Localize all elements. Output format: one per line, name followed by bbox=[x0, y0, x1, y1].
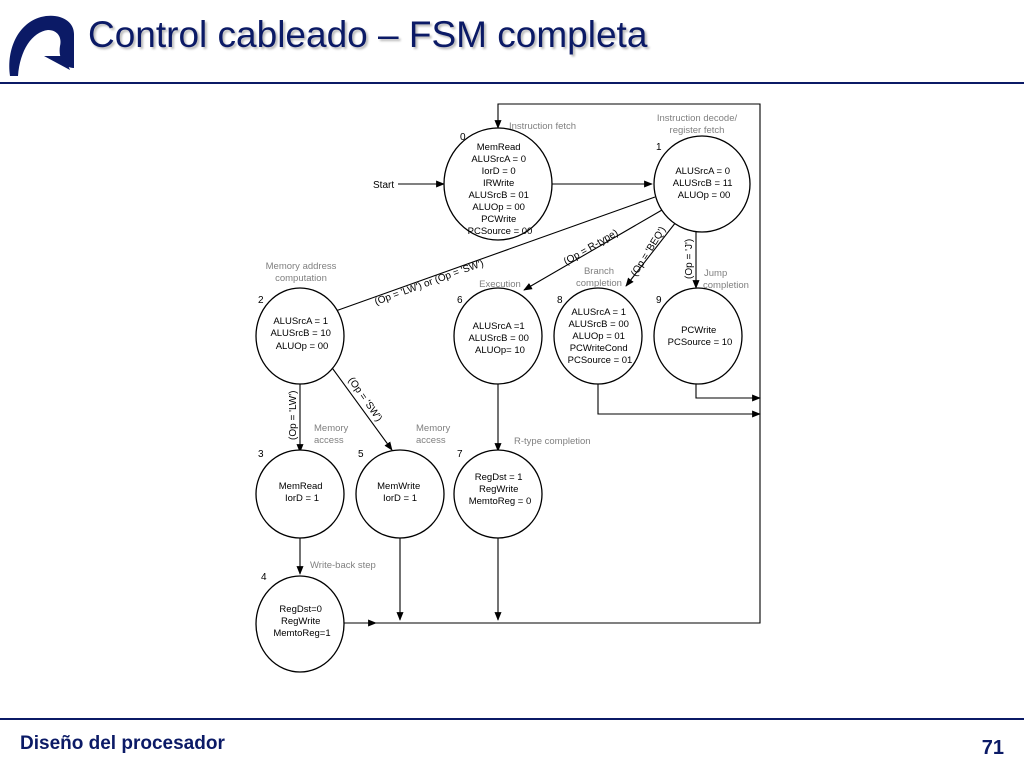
state-number: 8 bbox=[557, 295, 563, 306]
state-number: 5 bbox=[358, 449, 364, 460]
state-5: 5 MemWrite IorD = 1 bbox=[355, 449, 445, 539]
slide-title: Control cableado – FSM completa bbox=[88, 14, 648, 55]
state-2-outputs: ALUSrcA = 1 ALUSrcB = 10 ALUOp = 00 bbox=[270, 316, 333, 352]
phase-memory-access-b-line2: access bbox=[416, 435, 446, 446]
state-7-outputs: RegDst = 1 RegWrite MemtoReg = 0 bbox=[469, 472, 532, 507]
transition-arrows bbox=[296, 103, 761, 627]
state-0-outputs: MemRead ALUSrcA = 0 IorD = 0 IRWrite ALU… bbox=[468, 142, 533, 237]
title-divider bbox=[0, 82, 1024, 84]
state-6-outputs: ALUSrcA =1 ALUSrcB = 00 ALUOp= 10 bbox=[468, 321, 531, 356]
state-2: 2 ALUSrcA = 1 ALUSrcB = 10 ALUOp = 00 bbox=[255, 287, 345, 385]
state-number: 0 bbox=[460, 132, 466, 143]
state-number: 4 bbox=[261, 572, 267, 583]
state-1: 1 ALUSrcA = 0 ALUSrcB = 11 ALUOp = 00 bbox=[653, 135, 751, 233]
cond-beq: (Op = 'BEQ') bbox=[629, 225, 668, 279]
phase-branch-line1: Branch bbox=[584, 266, 614, 277]
state-1-outputs: ALUSrcA = 0 ALUSrcB = 11 ALUOp = 00 bbox=[673, 166, 735, 201]
arrow-1-to-8 bbox=[625, 221, 677, 287]
cond-sw: (Op = 'SW') bbox=[346, 375, 384, 423]
phase-mem-addr-line2: computation bbox=[275, 273, 327, 284]
arrow-1-to-2 bbox=[315, 196, 656, 319]
state-8-outputs: ALUSrcA = 1 ALUSrcB = 00 ALUOp = 01 PCWr… bbox=[568, 307, 633, 366]
footer-divider bbox=[0, 718, 1024, 720]
state-number: 7 bbox=[457, 449, 463, 460]
state-6: 6 ALUSrcA =1 ALUSrcB = 00 ALUOp= 10 bbox=[453, 287, 543, 385]
state-9-outputs: PCWrite PCSource = 10 bbox=[668, 325, 733, 348]
arrow-2-to-5 bbox=[329, 364, 393, 451]
university-logo bbox=[9, 15, 74, 77]
state-number: 1 bbox=[656, 142, 662, 153]
state-4: 4 RegDst=0 RegWrite MemtoReg=1 bbox=[255, 572, 345, 673]
state-4-outputs: RegDst=0 RegWrite MemtoReg=1 bbox=[273, 604, 330, 639]
state-number: 2 bbox=[258, 295, 264, 306]
state-number: 9 bbox=[656, 295, 662, 306]
state-5-outputs: MemWrite IorD = 1 bbox=[377, 481, 423, 504]
state-7: 7 RegDst = 1 RegWrite MemtoReg = 0 bbox=[453, 449, 543, 539]
phase-instruction-fetch: Instruction fetch bbox=[509, 121, 576, 132]
state-9: 9 PCWrite PCSource = 10 bbox=[653, 287, 743, 385]
state-3-outputs: MemRead IorD = 1 bbox=[279, 481, 325, 504]
phase-decode-line1: Instruction decode/ bbox=[657, 113, 738, 124]
phase-rtype-completion: R-type completion bbox=[514, 436, 591, 447]
arrow-1-to-6 bbox=[523, 209, 663, 291]
phase-branch-line2: completion bbox=[576, 278, 622, 289]
phase-jump-line1: Jump bbox=[704, 268, 727, 279]
state-3: 3 MemRead IorD = 1 bbox=[255, 449, 345, 539]
phase-memory-access-b-line1: Memory bbox=[416, 423, 451, 434]
phase-write-back: Write-back step bbox=[310, 560, 376, 571]
state-number: 6 bbox=[457, 295, 463, 306]
state-8: 8 ALUSrcA = 1 ALUSrcB = 00 ALUOp = 01 PC… bbox=[553, 287, 643, 385]
phase-memory-access-a-line1: Memory bbox=[314, 423, 349, 434]
cond-r-type: (Op = R-type) bbox=[562, 228, 620, 268]
phase-memory-access-a-line2: access bbox=[314, 435, 344, 446]
page-number: 71 bbox=[981, 737, 1004, 759]
phase-mem-addr-line1: Memory address bbox=[266, 261, 337, 272]
phase-decode-line2: register fetch bbox=[670, 125, 725, 136]
footer-course-title: Diseño del procesador bbox=[20, 733, 225, 754]
phase-execution: Execution bbox=[479, 279, 521, 290]
arrow-8-to-bus bbox=[597, 383, 761, 418]
start-label: Start bbox=[373, 180, 394, 191]
cond-jump: (Op = 'J') bbox=[684, 239, 695, 279]
state-number: 3 bbox=[258, 449, 264, 460]
phase-jump-line2: completion bbox=[703, 280, 749, 291]
cond-lw: (Op = 'LW') bbox=[288, 391, 299, 440]
return-line-to-0 bbox=[344, 103, 761, 624]
arrow-9-to-bus bbox=[695, 383, 761, 402]
state-0: 0 MemRead ALUSrcA = 0 IorD = 0 IRWrite A… bbox=[443, 127, 553, 241]
